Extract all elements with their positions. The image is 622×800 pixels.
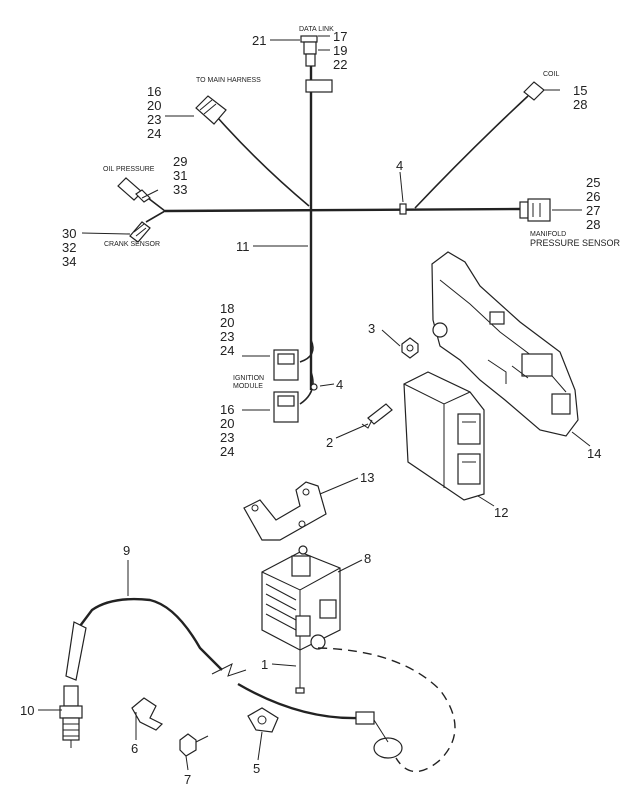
callout-8: 8: [364, 551, 371, 566]
main-harness-label: TO MAIN HARNESS: [196, 77, 261, 84]
callout-6: 6: [131, 741, 138, 756]
spark-plug-wire: [65, 597, 456, 773]
coil-bolt: [295, 650, 305, 694]
callout-map-3: 28: [586, 217, 600, 232]
callout-main-2: 23: [147, 112, 161, 127]
tie-strap-upper: [399, 203, 407, 215]
main-harness-connector: [195, 95, 227, 125]
spark-plug: [59, 685, 83, 748]
manifold-pressure-connector: [519, 198, 551, 222]
callout-13: 13: [360, 470, 374, 485]
callout-21: 21: [252, 33, 266, 48]
leader-lines: [38, 35, 591, 771]
wire-clip-7: [179, 733, 209, 757]
callout-5: 5: [253, 761, 260, 776]
callout-14: 14: [587, 446, 601, 461]
crank-sensor-label: CRANK SENSOR: [104, 241, 160, 248]
tie-strap-lower: [310, 383, 318, 391]
callout-oil-0: 29: [173, 154, 187, 169]
ecm-module: [403, 371, 485, 501]
callout-7: 7: [184, 772, 191, 787]
wire-clip-5: [247, 707, 279, 733]
callout-9: 9: [123, 543, 130, 558]
callout-map-2: 27: [586, 203, 600, 218]
crank-sensor: [129, 221, 151, 243]
callout-ign1-3: 24: [220, 343, 234, 358]
callout-main-0: 16: [147, 84, 161, 99]
callout-22: 22: [333, 57, 347, 72]
callout-2: 2: [326, 435, 333, 450]
module-label: MODULE: [233, 383, 263, 390]
coil-bracket: [243, 481, 327, 541]
text-labels: DATA LINK TO MAIN HARNESS COIL OIL PRESS…: [103, 26, 621, 390]
coil-label: COIL: [543, 71, 559, 78]
callout-ign1-0: 18: [220, 301, 234, 316]
oil-pressure-sensor: [117, 177, 151, 203]
callout-map-0: 25: [586, 175, 600, 190]
callout-coil-1: 28: [573, 97, 587, 112]
wiring-harness: [145, 62, 529, 405]
callout-3: 3: [368, 321, 375, 336]
data-link-label: DATA LINK: [299, 26, 334, 33]
wire-clip-6: [131, 697, 164, 731]
callout-crank-0: 30: [62, 226, 76, 241]
ignition-label: IGNITION: [233, 375, 264, 382]
callout-crank-2: 34: [62, 254, 76, 269]
manifold-label: MANIFOLD: [530, 231, 566, 238]
callout-ign2-0: 16: [220, 402, 234, 417]
callout-4-lower: 4: [336, 377, 343, 392]
callout-main-3: 24: [147, 126, 161, 141]
data-link-connector: [300, 35, 333, 93]
callout-1: 1: [261, 657, 268, 672]
callout-ign1-2: 23: [220, 329, 234, 344]
callout-ign2-3: 24: [220, 444, 234, 459]
callout-oil-1: 31: [173, 168, 187, 183]
ignition-coil: [261, 545, 341, 651]
callout-ign2-2: 23: [220, 430, 234, 445]
callout-17: 17: [333, 29, 347, 44]
callout-11: 11: [236, 239, 250, 254]
callout-oil-2: 33: [173, 182, 187, 197]
oil-pressure-label: OIL PRESSURE: [103, 166, 155, 173]
callout-main-1: 20: [147, 98, 161, 113]
callout-ign1-1: 20: [220, 315, 234, 330]
callout-map-1: 26: [586, 189, 600, 204]
callout-4-upper: 4: [396, 158, 403, 173]
callout-19: 19: [333, 43, 347, 58]
callout-ign2-1: 20: [220, 416, 234, 431]
pressure-sensor-label: PRESSURE SENSOR: [530, 238, 621, 248]
callout-12: 12: [494, 505, 508, 520]
nut: [401, 337, 419, 359]
callout-10: 10: [20, 703, 34, 718]
callout-crank-1: 32: [62, 240, 76, 255]
callout-coil-0: 15: [573, 83, 587, 98]
ecm-bracket: [431, 251, 579, 437]
callout-numbers: 21 17 19 22 16 20 23 24 15 28 29 31 33 3…: [20, 29, 601, 787]
ignition-module-connectors: [273, 349, 299, 423]
